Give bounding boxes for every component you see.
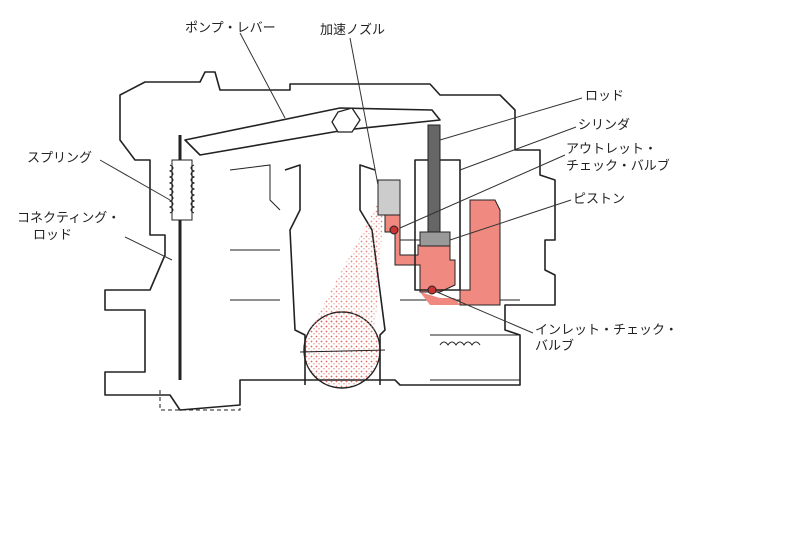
label-piston: ピストン xyxy=(573,192,625,207)
label-inlet-check-valve-1: インレット・チェック・ xyxy=(535,323,678,338)
outlet-check-ball xyxy=(389,225,399,235)
label-outlet-check-valve-2: チェック・バルブ xyxy=(566,158,670,174)
label-connecting-rod-1: コネクティング・ xyxy=(17,211,120,226)
label-rod: ロッド xyxy=(585,89,624,104)
label-spring: スプリング xyxy=(27,151,92,166)
venturi-left-wall xyxy=(284,164,306,385)
spring-coils xyxy=(168,164,196,214)
fuel-bowl xyxy=(459,199,501,306)
pump-rod xyxy=(427,124,441,241)
lever-pivot-nut xyxy=(331,107,361,133)
pump-piston xyxy=(419,231,451,247)
accelerator-nozzle xyxy=(377,179,401,216)
carburetor-body-outline xyxy=(104,71,556,411)
label-accel-nozzle: 加速ノズル xyxy=(320,22,385,38)
label-outlet-check-valve-1: アウトレット・ xyxy=(566,142,657,157)
label-inlet-check-valve-2: バルブ xyxy=(535,338,574,354)
label-connecting-rod-2: ロッド xyxy=(33,228,72,243)
pump-lever xyxy=(184,107,441,156)
label-cylinder: シリンダ xyxy=(578,118,630,133)
inlet-check-ball xyxy=(427,285,437,295)
fuel-chamber xyxy=(384,214,456,293)
fuel-spray xyxy=(310,190,385,330)
label-pump-lever: ポンプ・レバー xyxy=(185,21,276,36)
